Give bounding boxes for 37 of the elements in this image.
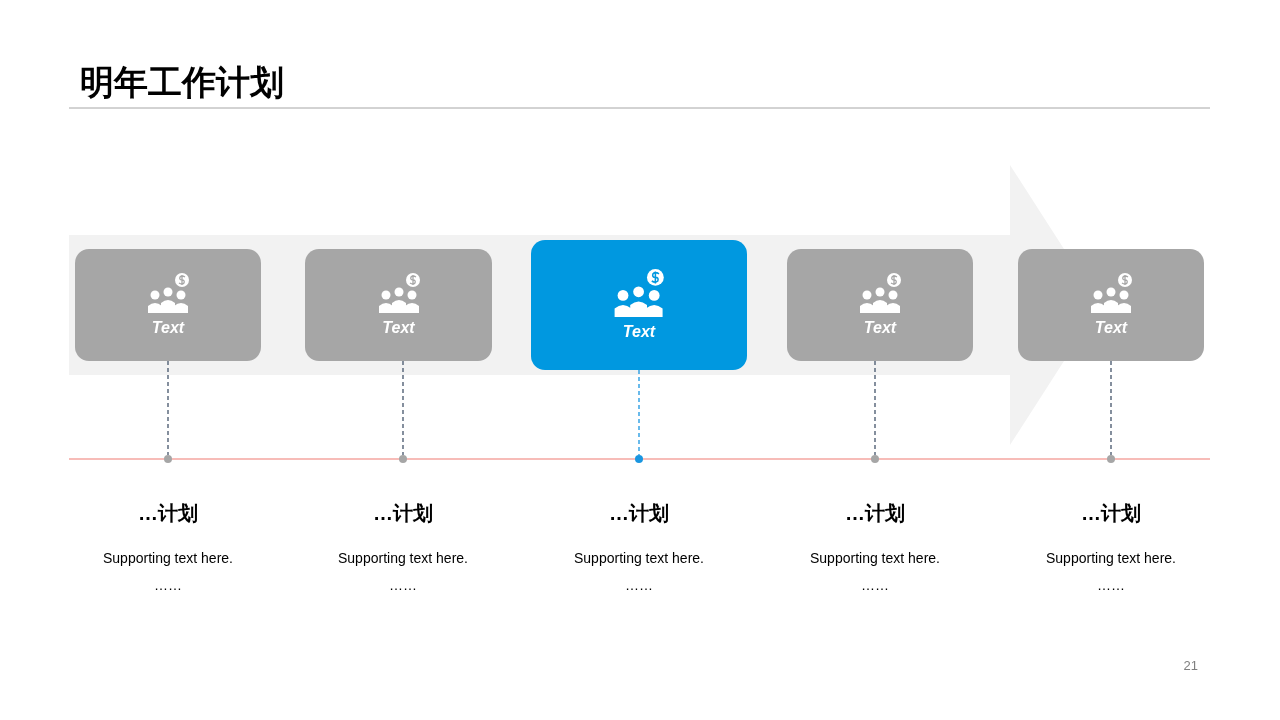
supporting-text: Supporting text here. [337,550,469,566]
supporting-text: Supporting text here. [573,550,705,566]
card-label: Text [382,319,415,337]
timeline-dot [399,455,407,463]
leader-line [874,360,876,456]
card-label: Text [622,323,656,341]
supporting-text: Supporting text here. [809,550,941,566]
supporting-text: Supporting text here. [1045,550,1177,566]
leader-line [638,369,640,456]
timeline-dot [1107,455,1115,463]
timeline-dot [164,455,172,463]
step-heading: …计划 [372,501,434,526]
supporting-text: Supporting text here. [102,550,234,566]
card [531,240,747,370]
leader-line [402,360,404,456]
card [787,249,973,361]
timeline-dot [871,455,879,463]
step-heading: …计划 [844,501,906,526]
card [1018,249,1204,361]
step-heading: …计划 [1080,501,1142,526]
page-number: 21 [1183,658,1198,673]
step-heading: …计划 [608,501,670,526]
ellipsis-text: …… [153,577,183,593]
card-label: Text [151,319,185,337]
card-label: Text [863,319,897,337]
card [305,249,492,361]
step-heading: …计划 [137,501,199,526]
timeline-dot [635,455,643,463]
leader-line [167,360,169,456]
card [75,249,261,361]
card-label: Text [1094,319,1128,337]
slide-title: 明年工作计划 [80,62,284,103]
leader-line [1110,360,1112,456]
ellipsis-text: …… [624,577,654,593]
ellipsis-text: …… [860,577,890,593]
ellipsis-text: …… [1096,577,1126,593]
ellipsis-text: …… [388,577,418,593]
